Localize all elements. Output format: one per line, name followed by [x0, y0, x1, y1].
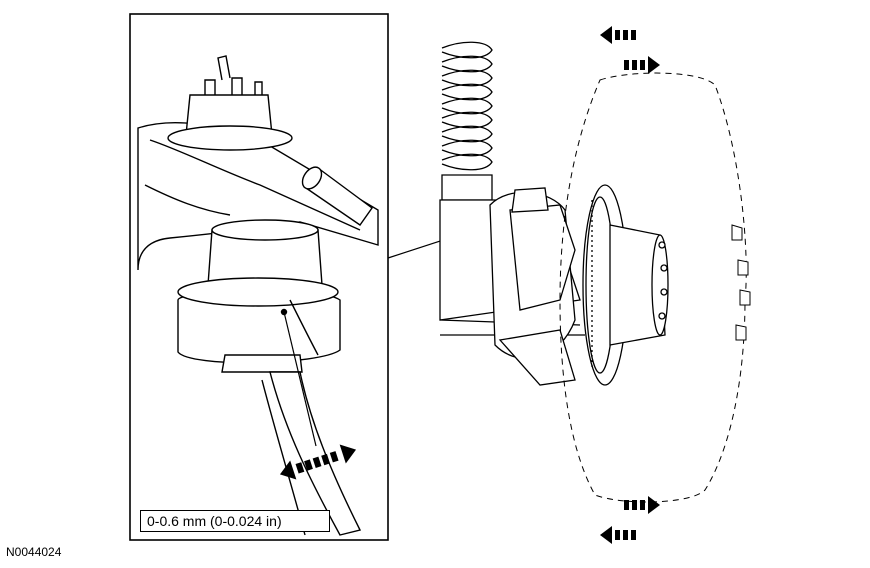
coil-spring [441, 41, 493, 171]
cotter-pin [217, 55, 231, 81]
control-arm-rib [149, 139, 361, 231]
suspension-assembly [439, 41, 669, 386]
castle-nut-slots [204, 77, 263, 95]
upper-ball-joint [511, 187, 549, 213]
tire-rock-arrows-icon [600, 26, 660, 74]
wheel-studs [658, 241, 668, 320]
tire-rock-arrows-icon-bottom [600, 496, 660, 544]
caliper [509, 204, 576, 311]
bushing-end [301, 166, 323, 190]
ball-joint-lower [221, 354, 303, 373]
ball-joint-flange [177, 277, 339, 307]
lower-knuckle-arm [498, 329, 576, 386]
figure-id: N0044024 [6, 545, 62, 559]
double-headed-dashed-arrow-icon [279, 444, 357, 480]
control-arm-rib-2 [144, 184, 231, 216]
tire-lugs [731, 224, 751, 341]
measurement-leader [283, 311, 317, 447]
detail-inset [129, 13, 389, 541]
tire-outline [559, 72, 747, 503]
washer [167, 125, 293, 151]
steering-knuckle [269, 371, 362, 536]
measurement-callout: 0-0.6 mm (0-0.024 in) [140, 510, 330, 532]
hub-face [651, 234, 669, 336]
knuckle-edge-2 [289, 299, 319, 356]
shock-mount [441, 174, 493, 201]
wheel-hub [609, 224, 666, 346]
ball-joint-top [211, 219, 319, 241]
